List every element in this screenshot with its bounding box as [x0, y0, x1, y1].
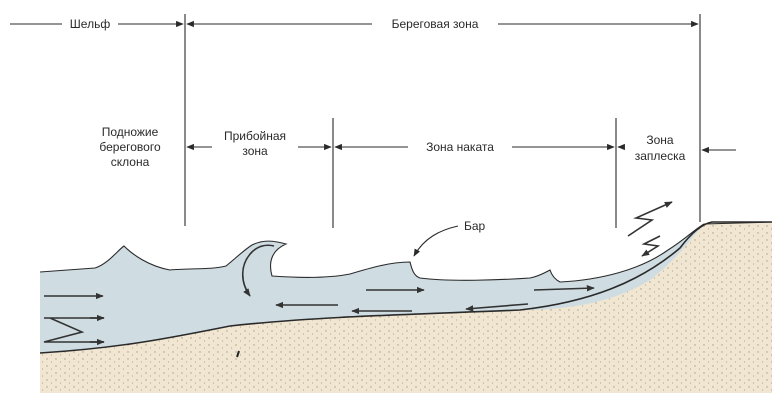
- bar-label: Бар: [464, 219, 486, 233]
- bar-leader-arrow: [414, 226, 458, 256]
- splash-arrow-down: [642, 236, 660, 256]
- splash-zone-label-line1: Зона: [646, 133, 674, 147]
- foot-label-line2: берегового: [99, 140, 161, 154]
- swash-zone-label: Зона наката: [426, 140, 494, 154]
- splash-zone-label-line2: заплеска: [635, 149, 686, 163]
- foot-label-line1: Подножие: [102, 125, 159, 139]
- splash-arrow-up: [628, 202, 672, 236]
- coastal-zone-label: Береговая зона: [392, 17, 479, 31]
- surf-zone-label-line1: Прибойная: [224, 129, 286, 143]
- shelf-label: Шельф: [70, 17, 111, 31]
- surf-zone-label-line2: зона: [242, 144, 268, 158]
- foot-label-line3: склона: [111, 155, 150, 169]
